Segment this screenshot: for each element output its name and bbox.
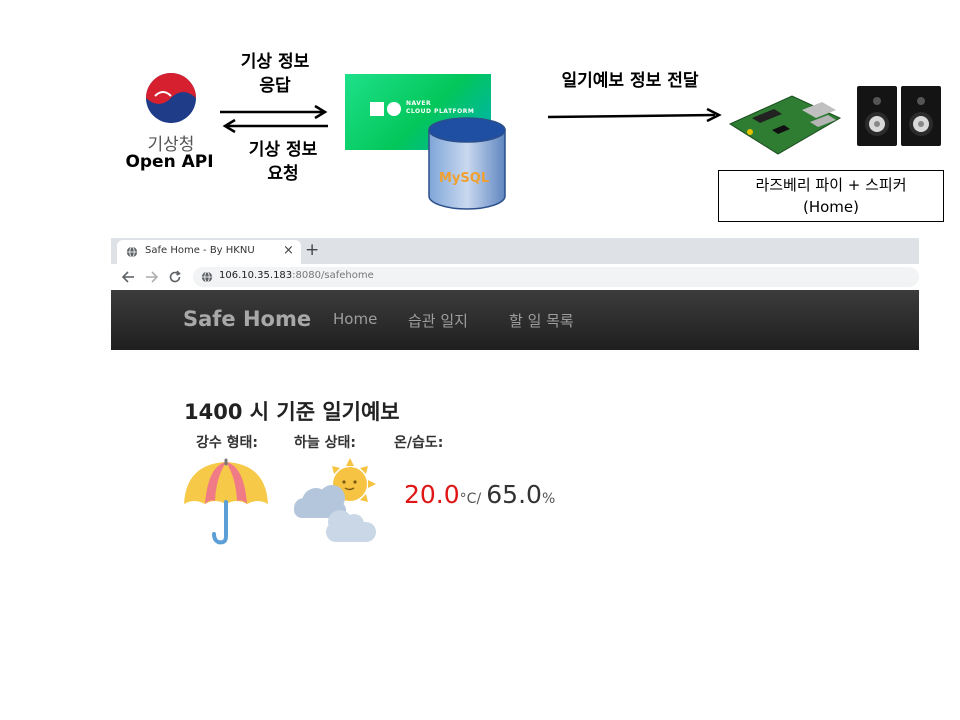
weather-request-label: 기상 정보 요청 [248, 140, 318, 184]
ncp-text: NAVER CLOUD PLATFORM [406, 100, 475, 115]
tab-title: Safe Home - By HKNU [145, 245, 255, 256]
forward-arrow-icon[interactable] [145, 270, 159, 284]
svg-text:MySQL: MySQL [439, 171, 489, 186]
nav-link-habit-journal[interactable]: 습관 일지 [408, 312, 468, 330]
tab-strip: Safe Home - By HKNU × + [111, 238, 919, 264]
right-arrow-icon [547, 107, 722, 123]
sky-label: 하늘 상태: [294, 435, 356, 451]
open-api-label: Open API [125, 152, 214, 172]
mysql-database-icon: MySQL [428, 117, 506, 210]
new-tab-button[interactable]: + [305, 240, 320, 260]
humidity-unit: % [541, 491, 556, 507]
humidity-value: 65.0 [486, 480, 542, 509]
reload-icon[interactable] [168, 270, 182, 284]
close-tab-icon[interactable]: × [283, 243, 294, 258]
site-info-icon[interactable] [201, 271, 213, 283]
url-host: 106.10.35.183 [219, 270, 293, 281]
speakers-icon [857, 86, 941, 146]
browser-tab[interactable]: Safe Home - By HKNU × [117, 240, 301, 264]
address-bar[interactable]: 106.10.35.183:8080/safehome [193, 267, 919, 287]
device-caption: 라즈베리 파이 + 스피커 (Home) [718, 170, 944, 222]
kma-name: 기상청 [147, 135, 195, 155]
nav-link-home[interactable]: Home [333, 310, 378, 328]
umbrella-icon [184, 458, 268, 545]
raspberry-pi-icon [728, 95, 842, 155]
globe-icon [126, 246, 138, 258]
url-path: :8080/safehome [292, 270, 374, 281]
forecast-transfer-label: 일기예보 정보 전달 [561, 71, 699, 91]
partly-cloudy-icon [294, 458, 376, 542]
browser-toolbar: 106.10.35.183:8080/safehome [111, 264, 919, 290]
temperature-unit: °C/ [459, 491, 482, 507]
browser-window: Safe Home - By HKNU × + 106.10.35.183:80… [111, 238, 919, 350]
temperature-value: 20.0 [404, 480, 460, 509]
site-navbar: Safe Home Home 습관 일지 할 일 목록 [111, 290, 919, 350]
ncp-mark-icon [370, 102, 401, 116]
temperature-humidity-readout: 20.0°C/ 65.0% [404, 480, 555, 509]
weather-response-label: 기상 정보 응답 [240, 52, 310, 96]
brand-title[interactable]: Safe Home [183, 307, 312, 331]
precip-label: 강수 형태: [196, 435, 258, 451]
url-text: 106.10.35.183:8080/safehome [219, 270, 374, 281]
temp-humidity-label: 온/습도: [394, 435, 444, 451]
nav-link-todo-list[interactable]: 할 일 목록 [509, 312, 574, 330]
forecast-title: 1400 시 기준 일기예보 [184, 400, 400, 424]
back-arrow-icon[interactable] [121, 270, 135, 284]
bidirectional-arrows-icon [220, 104, 328, 134]
kma-logo-icon [146, 73, 196, 123]
